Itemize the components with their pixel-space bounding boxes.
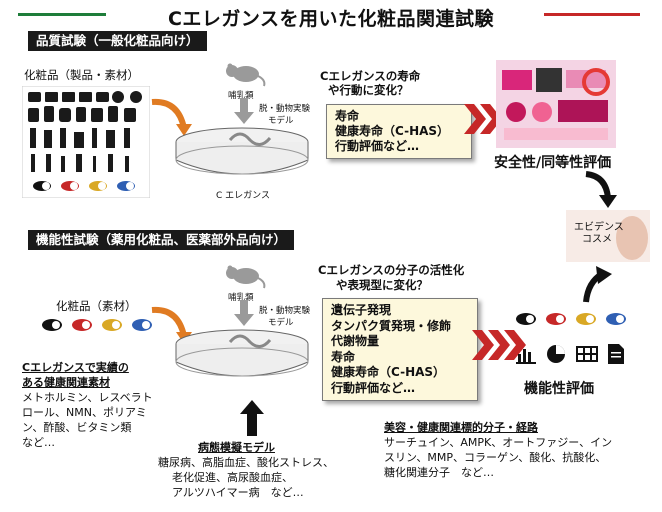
- capsule-row-3: [516, 313, 626, 325]
- section1-dish-label: C エレガンス: [216, 191, 270, 201]
- bubble2-item: 健康寿命（C-HAS）: [331, 365, 446, 379]
- markers-block: 美容・健康関連標的分子・経路 サーチュイン、AMPK、オートファジー、イン スリ…: [384, 420, 612, 480]
- markers-line: サーチュイン、AMPK、オートファジー、イン: [384, 436, 613, 449]
- materials-block: Cエレガンスで実績の ある健康関連素材 メトホルミン、レスベラト ロール、NMN…: [22, 360, 153, 450]
- markers-line: スリン、MMP、コラーゲン、酸化、抗酸化、: [384, 451, 607, 464]
- disease-line: 糖尿病、高脂血症、酸化ストレス、: [158, 456, 334, 469]
- section1-model-label-1: 脱・動物実験: [259, 104, 311, 114]
- bubble1-item: 寿命: [335, 109, 360, 123]
- bubble2-item: タンパク質発現・修飾: [331, 318, 452, 333]
- section2-header: 機能性試験（薬用化粧品、医薬部外品向け）: [28, 230, 295, 250]
- title-decoration-right: [544, 13, 640, 16]
- petri-dish-icon: [175, 329, 309, 377]
- petri-dish-icon: [175, 127, 309, 175]
- cosmetics-photo: [496, 60, 616, 148]
- bubble2-item: 遺伝子発現: [331, 303, 392, 317]
- section1-products-label: 化粧品（製品・素材）: [24, 68, 139, 82]
- evidence-cosme-photo: [566, 210, 650, 262]
- pie-chart-icon: [547, 345, 565, 363]
- page-title: Cエレガンスを用いた化粧品関連試験: [167, 8, 495, 30]
- disease-title: 病態模擬モデル: [198, 441, 275, 454]
- orange-curved-arrow-1: [151, 98, 192, 136]
- section2-model-label-1: 脱・動物実験: [259, 306, 311, 316]
- up-arrow-black: [240, 400, 264, 436]
- bubble1-item: 行動評価など…: [335, 139, 420, 153]
- rat-icon: [226, 265, 266, 289]
- red-chevrons-2: [472, 330, 526, 360]
- section1-results-bubble: 寿命 健康寿命（C-HAS） 行動評価など…: [326, 104, 472, 159]
- cosmetics-icon-grid: [22, 86, 150, 198]
- down-arrow-2: [234, 300, 254, 326]
- markers-line: 糖化関連分子 など…: [384, 466, 494, 479]
- disease-model-block: 病態模擬モデル 糖尿病、高脂血症、酸化ストレス、 老化促進、高尿酸血症、 アルツ…: [158, 440, 334, 500]
- markers-title: 美容・健康関連標的分子・経路: [384, 421, 538, 434]
- table-icon: [576, 346, 598, 362]
- section2-mammal-label: 哺乳類: [228, 293, 254, 303]
- section1-model-label-2: モデル: [268, 116, 294, 126]
- section1-question-line2: や行動に変化？: [328, 83, 409, 97]
- section2-products-label: 化粧品（素材）: [56, 299, 137, 313]
- title-decoration-left: [18, 13, 106, 16]
- bubble1-item: 健康寿命（C-HAS）: [335, 124, 450, 138]
- evidence-line: コスメ: [582, 234, 612, 245]
- materials-title: ある健康関連素材: [22, 376, 110, 389]
- rat-icon: [226, 63, 266, 87]
- section2-results-bubble: 遺伝子発現 タンパク質発現・修飾 代謝物量 寿命 健康寿命（C-HAS） 行動評…: [322, 298, 478, 401]
- capsule-row-2: [42, 319, 152, 331]
- capsule-icon: [33, 181, 135, 191]
- black-curved-arrow-down: [585, 171, 617, 208]
- section2-model-label-2: モデル: [268, 318, 294, 328]
- section2-eval-label: 機能性評価: [524, 381, 594, 397]
- section2-question-line2: や表現型に変化？: [336, 278, 428, 292]
- materials-line: など…: [22, 436, 55, 449]
- section1-mammal-label: 哺乳類: [228, 91, 254, 101]
- materials-title: Cエレガンスで実績の: [22, 361, 129, 374]
- section1-header: 品質試験（一般化粧品向け）: [28, 31, 207, 51]
- evidence-line: エビデンス: [574, 222, 624, 233]
- black-curved-arrow-up: [583, 266, 612, 303]
- bar-chart-icon: [516, 349, 536, 364]
- materials-line: ロール、NMN、ポリアミ: [22, 406, 147, 419]
- evidence-cosme-label: エビデンス コスメ: [574, 222, 624, 246]
- disease-line: 老化促進、高尿酸血症、: [172, 471, 293, 484]
- bubble2-item: 寿命: [331, 349, 356, 364]
- document-icon: [608, 344, 624, 364]
- disease-line: アルツハイマー病 など…: [172, 486, 304, 499]
- bubble2-item: 行動評価など…: [331, 380, 416, 395]
- down-arrow-1: [234, 98, 254, 124]
- section1-question-line1: Cエレガンスの寿命: [320, 69, 421, 83]
- section1-eval-label: 安全性/同等性評価: [494, 155, 612, 171]
- section2-question-line1: Cエレガンスの分子の活性化: [318, 263, 465, 277]
- materials-line: メトホルミン、レスベラト: [22, 391, 153, 404]
- bubble2-item: 代謝物量: [331, 334, 380, 348]
- materials-line: ン、酢酸、ビタミン類: [22, 421, 132, 434]
